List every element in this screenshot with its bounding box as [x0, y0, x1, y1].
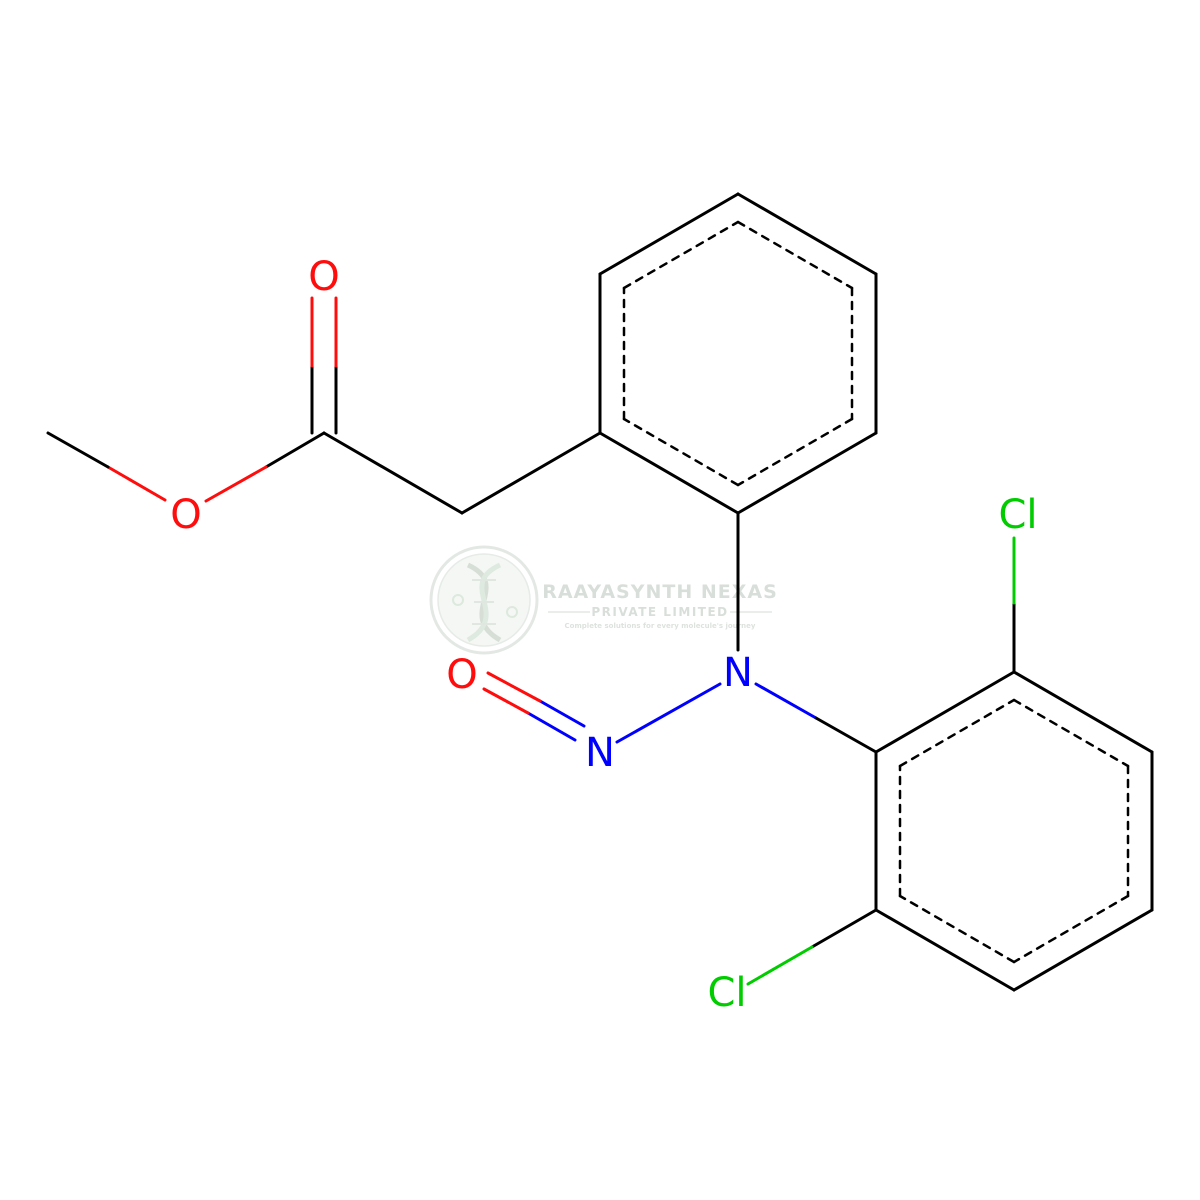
nitrosamine-group	[482, 511, 878, 754]
watermark-company: RAAYASYNTH NEXAS	[542, 581, 778, 603]
bond	[460, 431, 602, 515]
bond	[322, 431, 464, 515]
bond	[46, 431, 110, 469]
aromatic-bond	[1012, 894, 1130, 964]
bond	[810, 908, 878, 949]
bond	[598, 192, 740, 276]
bond	[814, 716, 878, 754]
atom-o-nitroso: O	[446, 652, 477, 698]
bond	[264, 431, 326, 469]
atom-n-nitroso: N	[585, 730, 615, 776]
bond	[754, 682, 818, 720]
bond	[874, 908, 1016, 992]
atom-cl-bottom: Cl	[707, 970, 746, 1016]
bond	[1012, 670, 1154, 754]
atom-o-ester: O	[170, 492, 201, 538]
bond	[106, 465, 167, 502]
benzene-ring-upper	[598, 192, 878, 515]
chlorine-bonds	[746, 536, 1016, 986]
bond	[746, 945, 814, 986]
aromatic-bond	[898, 894, 1016, 964]
atom-labels: O O O N N Cl Cl	[170, 254, 1037, 1016]
bond	[538, 699, 586, 728]
atom-n-amine: N	[723, 650, 753, 696]
bond	[736, 192, 878, 276]
bond	[486, 671, 542, 703]
bond	[615, 682, 722, 744]
bond	[482, 687, 530, 715]
aromatic-bond	[898, 698, 1016, 768]
ester-side-chain	[46, 296, 602, 515]
watermark: RAAYASYNTH NEXAS PRIVATE LIMITED Complet…	[429, 545, 778, 655]
atom-o-carbonyl: O	[308, 254, 339, 300]
bond	[1012, 908, 1154, 992]
bond	[598, 431, 740, 515]
bond	[736, 431, 878, 515]
bond	[874, 670, 1016, 754]
aromatic-bond	[736, 220, 854, 290]
watermark-tagline: Complete solutions for every molecule's …	[565, 622, 756, 630]
aromatic-bond	[1012, 698, 1130, 768]
aromatic-bond	[622, 417, 740, 487]
bond	[204, 465, 268, 503]
atom-cl-top: Cl	[998, 492, 1037, 538]
aromatic-bond	[622, 220, 740, 290]
bond	[526, 711, 577, 742]
aromatic-bond	[736, 417, 854, 487]
watermark-subtitle: PRIVATE LIMITED	[591, 605, 728, 619]
benzene-ring-lower	[874, 670, 1154, 992]
dna-helix-icon	[429, 545, 539, 655]
